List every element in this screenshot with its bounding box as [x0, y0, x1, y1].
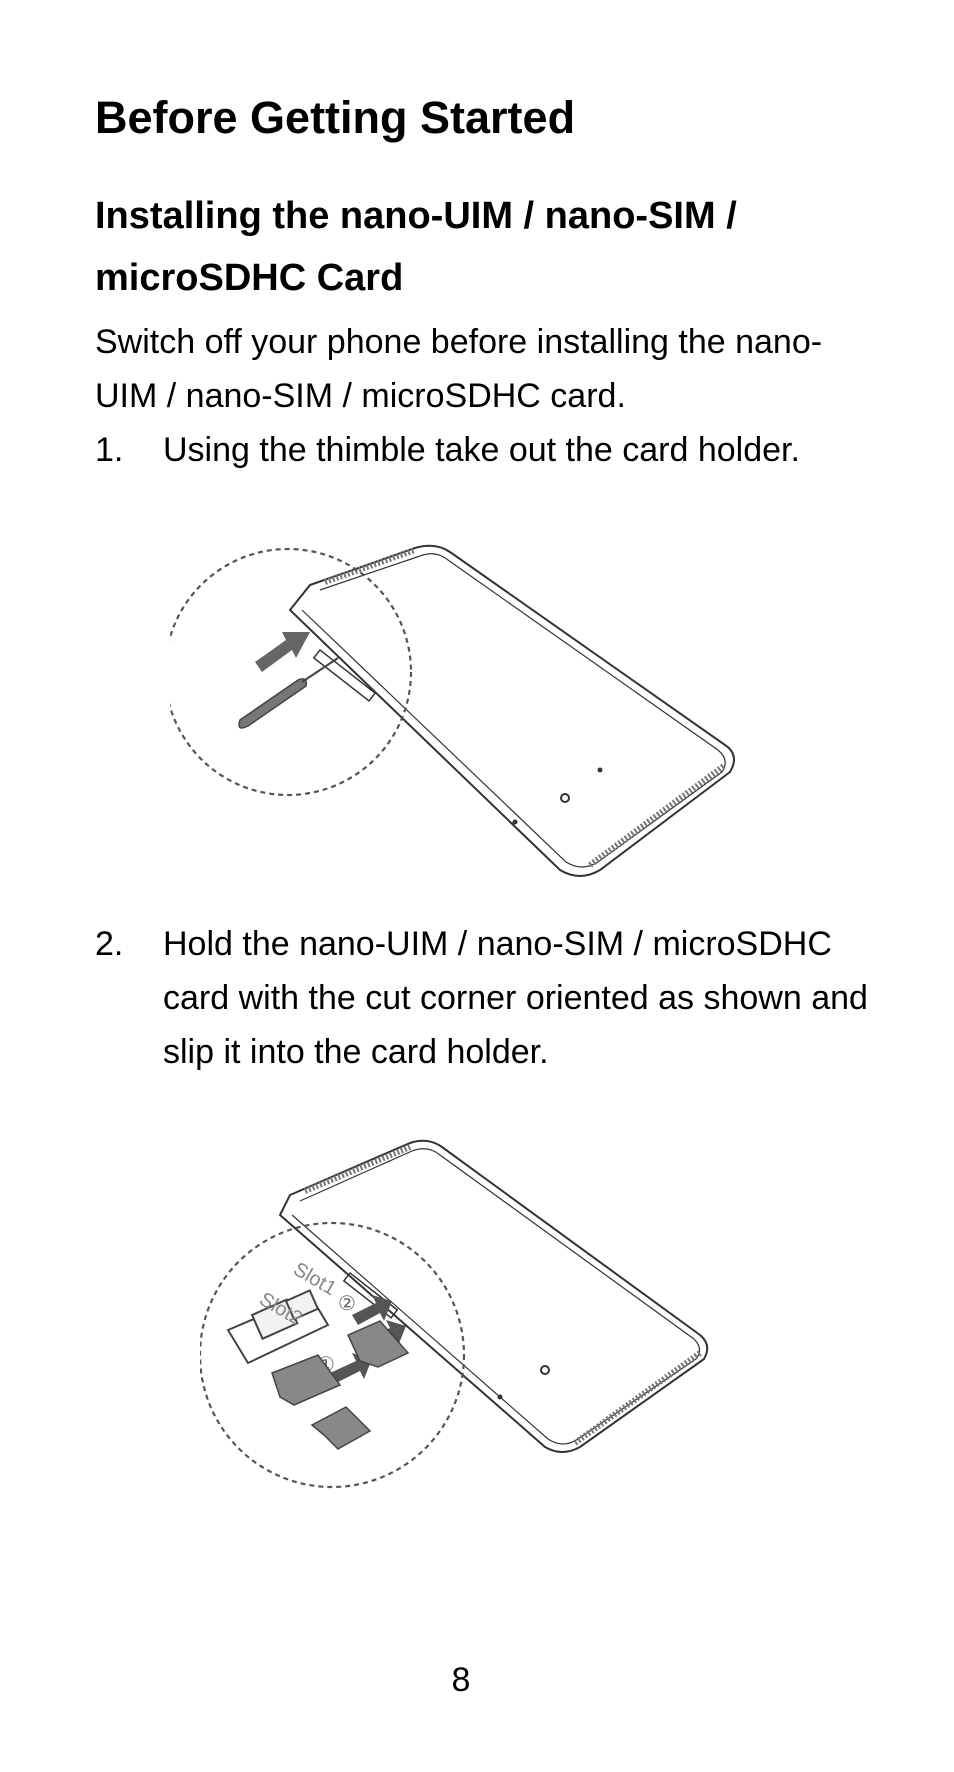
card-slot	[312, 648, 377, 703]
card-tray	[226, 1289, 330, 1365]
insert-arrow-icon	[352, 1295, 392, 1325]
intro-paragraph: Switch off your phone before installing …	[95, 323, 823, 415]
page-number: 8	[451, 1661, 471, 1699]
zoom-circle	[200, 1221, 466, 1489]
bottom-speaker-grille	[588, 762, 727, 868]
card-insertion-illustration: Slot2 Slot1 ② ①	[200, 1139, 709, 1489]
thimble-removal-illustration	[170, 544, 735, 877]
step-text: Hold the nano-UIM / nano-SIM / microSDHC…	[163, 925, 868, 1071]
bottom-speaker-grille	[573, 1350, 702, 1446]
thimble-tool-icon	[238, 657, 339, 729]
step-text: Using the thimble take out the card hold…	[163, 431, 800, 469]
section-title: Installing the nano-UIM / nano-SIM / mic…	[95, 195, 737, 299]
front-camera-icon	[560, 793, 570, 803]
nano-uim-card-icon	[346, 1320, 410, 1368]
card-slot	[342, 1271, 399, 1319]
page-title: Before Getting Started	[95, 92, 576, 143]
front-camera-icon	[540, 1365, 550, 1375]
phone-outline	[278, 1139, 709, 1453]
phone-outline	[288, 544, 735, 877]
nano-sim-card-icon	[271, 1354, 342, 1406]
slot1-label: Slot1	[290, 1258, 340, 1300]
step-number: 1.	[95, 431, 124, 469]
step-number: 2.	[95, 925, 124, 963]
zoom-circle	[170, 547, 413, 797]
top-speaker-grille	[323, 547, 417, 585]
microsd-card-icon	[310, 1406, 372, 1450]
insert-arrow-icon	[255, 632, 310, 672]
top-speaker-grille	[303, 1144, 412, 1194]
marker-2: ②	[338, 1293, 356, 1315]
